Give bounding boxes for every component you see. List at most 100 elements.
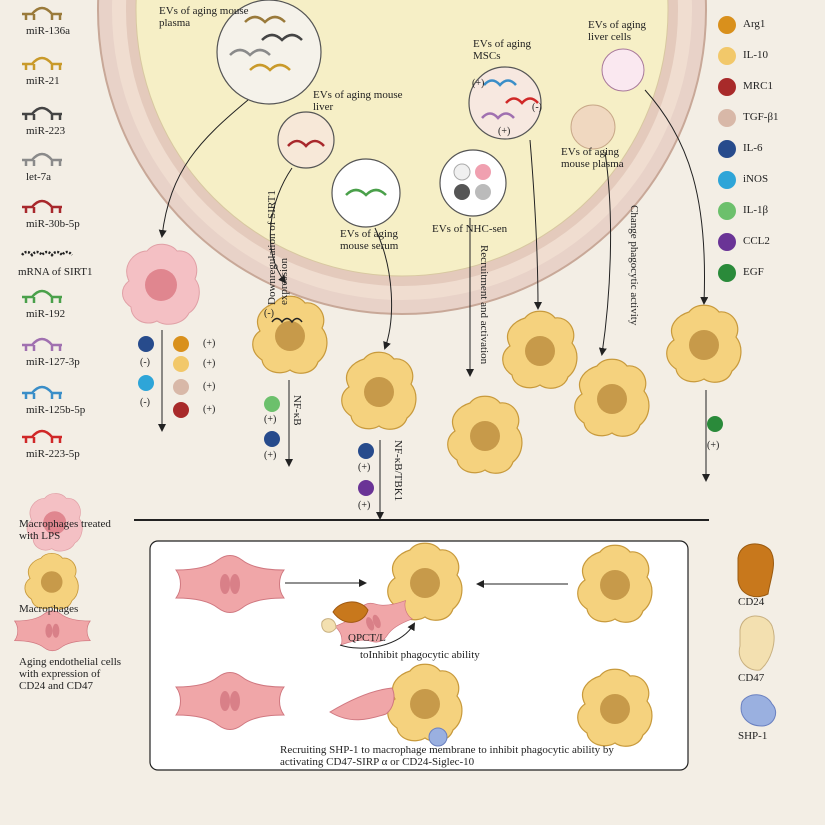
sign-msc-3: (+) bbox=[498, 126, 511, 137]
legend-right-dot bbox=[718, 233, 736, 251]
legend-left-label: miR-223 bbox=[26, 125, 66, 137]
legend-right-label: EGF bbox=[743, 266, 764, 278]
shp1-protein bbox=[740, 694, 777, 727]
legend-left-label: miR-136a bbox=[26, 25, 70, 37]
legend-left-label: miR-127-3p bbox=[26, 356, 80, 368]
legend-left-label: miR-192 bbox=[26, 308, 66, 320]
ev-serum-label: EVs of aging mouse serum bbox=[340, 228, 399, 252]
sirt1-mrna bbox=[271, 317, 303, 324]
cd47-bound bbox=[321, 618, 337, 633]
legend-right-dot bbox=[718, 264, 736, 282]
sign-egf: (+) bbox=[707, 440, 720, 451]
sign-arg1: (+) bbox=[203, 338, 216, 349]
legend-right-dot bbox=[718, 16, 736, 34]
ev-msc-vesicle bbox=[468, 66, 542, 140]
ev-plasma2-label: EVs of aging mouse plasma bbox=[561, 146, 624, 170]
sign-il6-b: (+) bbox=[264, 450, 277, 461]
legend-left-glyph bbox=[22, 56, 62, 70]
sign-sirt1: (-) bbox=[264, 308, 274, 319]
macrophage-serum bbox=[341, 351, 417, 430]
sign-msc-1: (+) bbox=[472, 78, 485, 89]
legend-macrophage-label: Macrophages bbox=[19, 603, 79, 615]
legend-lps-label: Macrophages treated with LPS bbox=[19, 518, 111, 542]
legend-right-label: MRC1 bbox=[743, 80, 773, 92]
inhibit-label: toInhibit phagocytic ability bbox=[360, 649, 480, 661]
macrophage-plasma2 bbox=[574, 358, 650, 437]
cd47-protein bbox=[738, 615, 775, 671]
ev-serum-vesicle bbox=[331, 158, 401, 228]
sign-msc-2: (-) bbox=[532, 102, 542, 113]
sign-il6: (-) bbox=[140, 357, 150, 368]
legend-left-glyph bbox=[22, 106, 62, 120]
macrophage-livercells bbox=[666, 304, 742, 383]
downstream-arrows bbox=[158, 330, 710, 520]
nfkb-label: NF-κB bbox=[291, 395, 303, 426]
legend-left-label: miR-30b-5p bbox=[26, 218, 80, 230]
ev-livercells-label: EVs of aging liver cells bbox=[588, 19, 647, 43]
legend-right-label: IL-1β bbox=[743, 204, 769, 216]
legend-endothelial-cell bbox=[14, 610, 91, 652]
cytokine-dots bbox=[138, 336, 723, 496]
legend-left-glyph bbox=[22, 429, 62, 443]
legend-right-dot bbox=[718, 78, 736, 96]
legend-right-dots bbox=[718, 16, 736, 282]
legend-left-label: miR-223-5p bbox=[26, 448, 80, 460]
phago-label: Change phagocytic activity bbox=[628, 205, 640, 326]
legend-left-glyph bbox=[22, 289, 62, 303]
legend-left-label: miR-125b-5p bbox=[26, 404, 86, 416]
ev-liver-label: EVs of aging mouse liver bbox=[313, 89, 403, 113]
nfkb-tbk1-label: NF-κB/TBK1 bbox=[392, 440, 404, 502]
ev-plasma1-label: EVs of aging mouse plasma bbox=[159, 5, 249, 29]
legend-left-glyph bbox=[22, 337, 62, 351]
sign-ccl2: (+) bbox=[358, 500, 371, 511]
box-arrows bbox=[285, 579, 568, 649]
sign-il1b: (+) bbox=[264, 414, 277, 425]
legend-left-glyph bbox=[22, 199, 62, 213]
ev-arrows bbox=[158, 89, 709, 377]
mechanism-box bbox=[149, 540, 689, 771]
cd24-protein bbox=[737, 543, 774, 598]
legend-left-glyph bbox=[22, 385, 62, 399]
ev-plasma2-vesicle bbox=[570, 104, 616, 150]
legend-endothelial-label: Aging endothelial cells with expression … bbox=[19, 656, 122, 692]
sign-il10: (+) bbox=[203, 358, 216, 369]
legend-right-label: IL-10 bbox=[743, 49, 769, 61]
legend-left-label: let-7a bbox=[26, 171, 52, 183]
cd24-label: CD24 bbox=[738, 596, 765, 608]
sign-tgfb: (+) bbox=[203, 381, 216, 392]
legend-right-label: Arg1 bbox=[743, 18, 766, 30]
ev-liver-vesicle bbox=[277, 111, 335, 169]
ev-nhc-label: EVs of NHC-sen bbox=[432, 223, 508, 235]
legend-right-label: TGF-β1 bbox=[743, 111, 779, 123]
legend-right-dot bbox=[718, 109, 736, 127]
legend-left-label: mRNA of SIRT1 bbox=[18, 266, 93, 278]
sign-il6-c: (+) bbox=[358, 462, 371, 473]
qpct-label: QPCT/L bbox=[348, 632, 386, 644]
ev-plasma1-vesicle bbox=[216, 0, 322, 105]
legend-left-glyph bbox=[22, 6, 62, 20]
ev-livercells-vesicle bbox=[601, 48, 645, 92]
ev-msc-label: EVs of aging MSCs bbox=[473, 38, 532, 62]
sign-mrc1: (+) bbox=[203, 404, 216, 415]
legend-right-dot bbox=[718, 202, 736, 220]
sign-inos: (-) bbox=[140, 397, 150, 408]
cd47-label: CD47 bbox=[738, 672, 765, 684]
shp1-bound bbox=[428, 727, 448, 747]
recruit-label: Recruitment and activation bbox=[478, 245, 490, 365]
macrophage-nhc bbox=[447, 395, 523, 474]
legend-right-label: CCL2 bbox=[743, 235, 770, 247]
endothelial-attach-2 bbox=[329, 687, 395, 721]
legend-right-dot bbox=[718, 47, 736, 65]
lps-macrophage bbox=[122, 243, 200, 325]
macrophage-msc bbox=[502, 310, 578, 389]
legend-right-label: IL-6 bbox=[743, 142, 763, 154]
cd24-bound bbox=[332, 601, 369, 623]
legend-left-glyph bbox=[22, 152, 62, 166]
legend-left-glyphs bbox=[21, 6, 73, 443]
legend-right-label: iNOS bbox=[743, 173, 769, 185]
legend-left-glyph bbox=[21, 250, 73, 257]
sirt1-label: Downregulation of SIRT1 expression bbox=[266, 190, 290, 305]
ev-nhc-vesicle bbox=[439, 149, 507, 217]
